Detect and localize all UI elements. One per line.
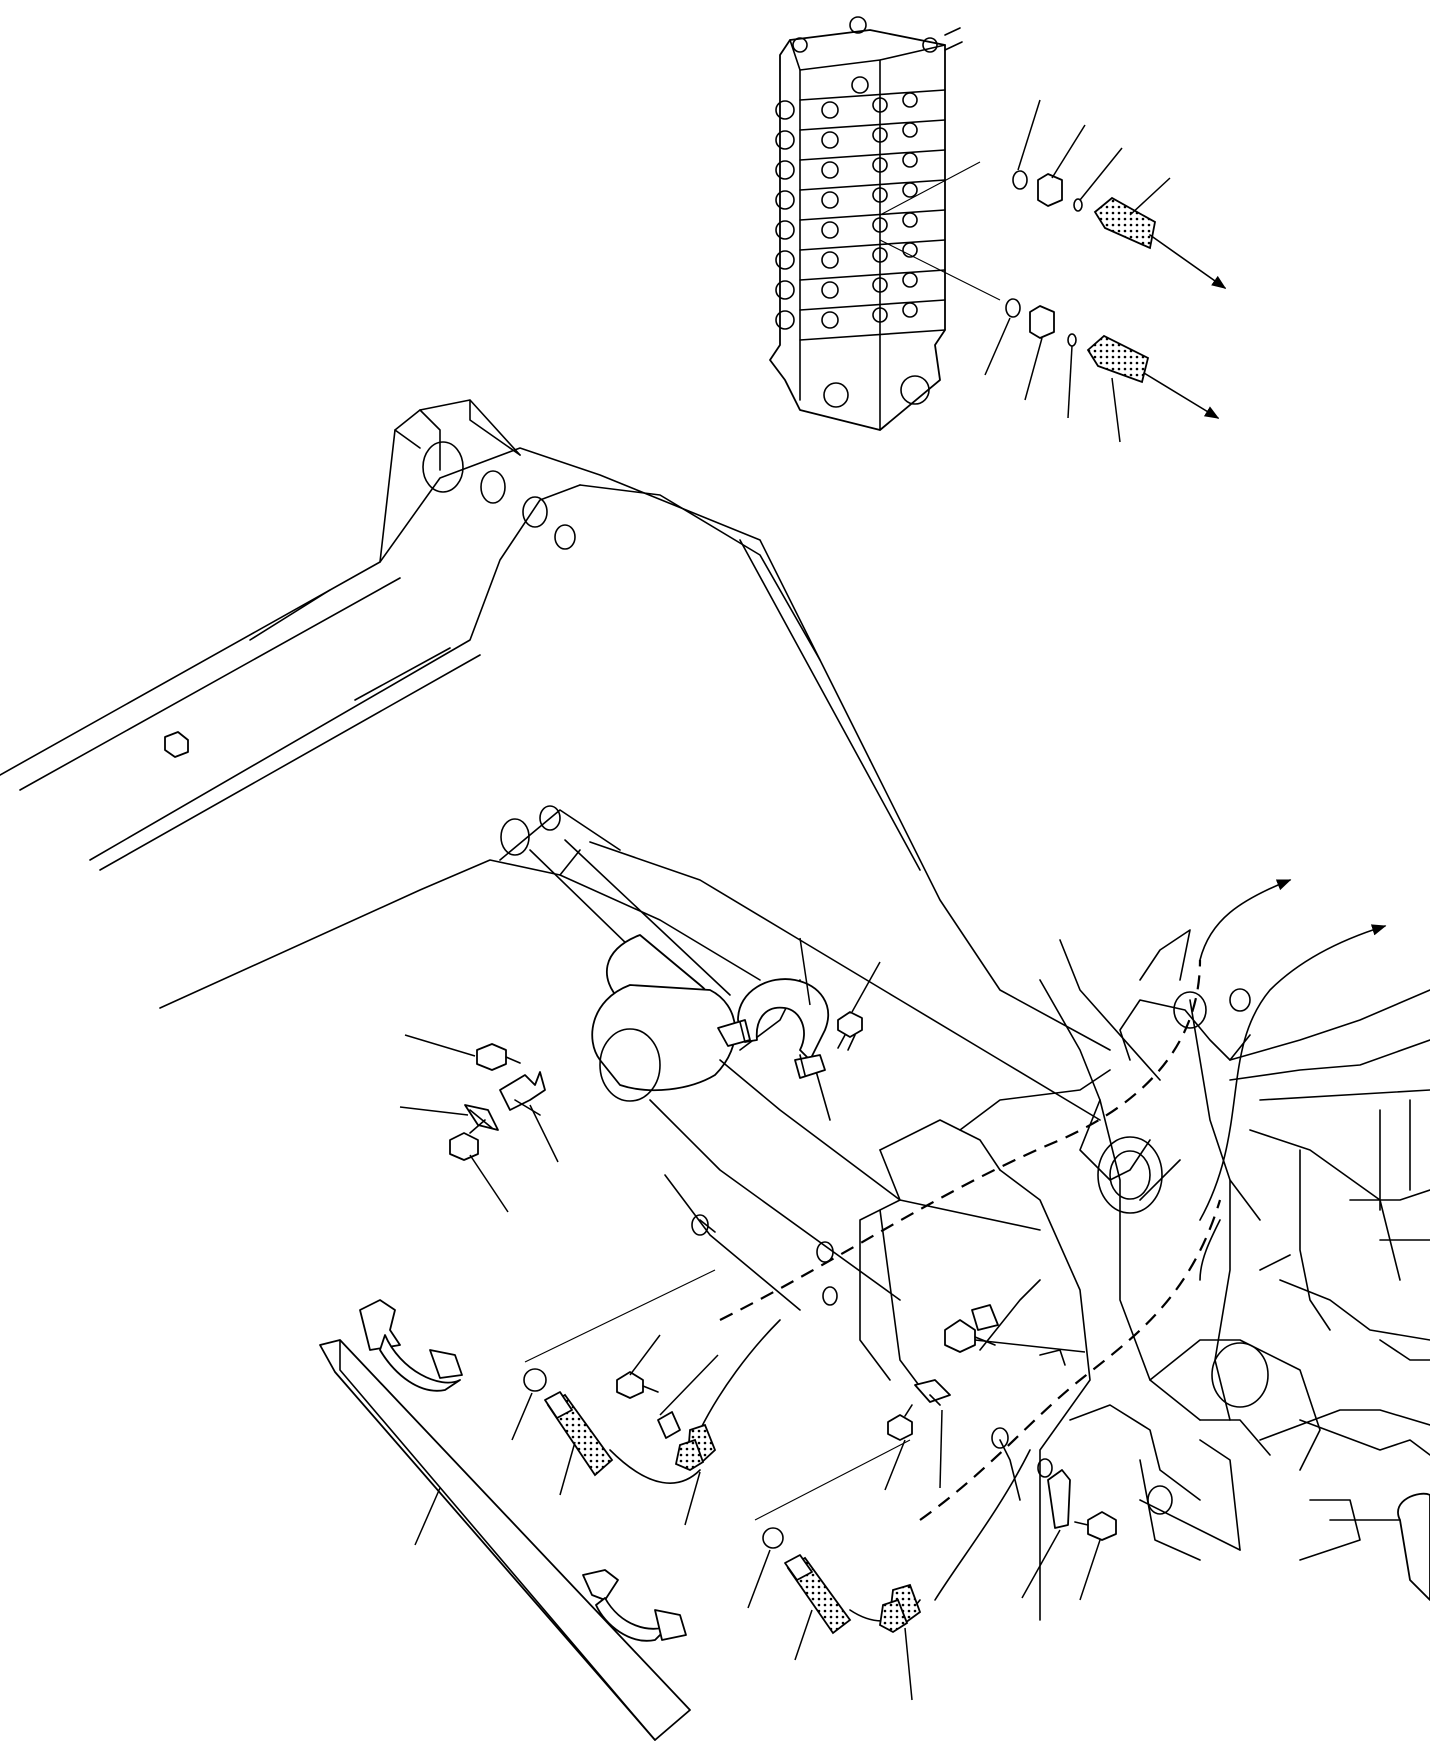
swing-bracket xyxy=(991,929,1430,1601)
sensor-group-right xyxy=(754,1439,922,1635)
swing-pin xyxy=(1097,1136,1163,1214)
small-o-ring-upper xyxy=(1073,198,1083,212)
left-bracket-parts xyxy=(449,1043,546,1161)
sensor-group-left xyxy=(523,1269,717,1477)
small-o-ring-lower xyxy=(1067,333,1077,347)
valve-section-lines xyxy=(799,89,946,341)
boom-pin-hole xyxy=(422,441,464,493)
adapter-upper xyxy=(1037,173,1063,207)
machine-frame xyxy=(859,939,1430,1621)
valve-ports xyxy=(775,16,938,408)
clamp-bolt xyxy=(837,1011,863,1051)
o-ring-upper xyxy=(1012,170,1028,190)
guard-plate xyxy=(319,1299,691,1741)
control-valve-block xyxy=(769,16,963,431)
lower-fitting-group xyxy=(1005,298,1220,419)
boom-arm xyxy=(0,399,1111,1121)
sensor-lower xyxy=(1086,334,1150,384)
boom-cylinder xyxy=(529,839,901,1311)
hose-clamp xyxy=(717,978,830,1079)
top-leader-lines xyxy=(984,99,1171,443)
plug-left xyxy=(523,1368,547,1392)
upper-fitting-group xyxy=(879,161,1227,301)
adapter-lower xyxy=(1029,305,1055,339)
sensor-upper xyxy=(1093,196,1157,250)
lower-leader-lines xyxy=(399,937,1101,1701)
right-bracket-parts xyxy=(887,1304,1117,1541)
plug-right xyxy=(762,1527,784,1549)
o-ring-lower xyxy=(1005,298,1021,318)
